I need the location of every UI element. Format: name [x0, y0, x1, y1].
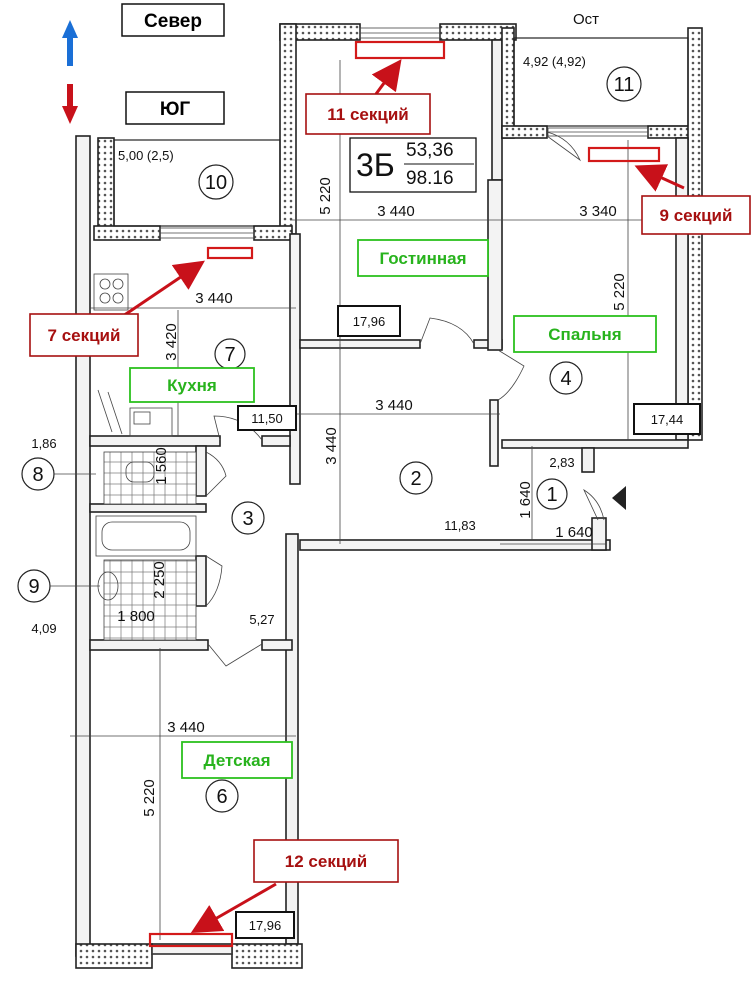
room-number-4: 4: [560, 368, 571, 390]
room-name-kitchen: Кухня: [167, 376, 217, 395]
apartment-type: 3Б: [356, 147, 395, 183]
room-name-bedroom: Спальня: [548, 325, 621, 344]
dim-bath-width: 1 800: [117, 608, 155, 625]
dim-entry-width: 1 640: [555, 524, 593, 541]
text-labels: Север ЮГ Ост 3Б 53,36 98.16 11 секций 9 …: [28, 11, 732, 933]
dim-living-depth: 5 220: [317, 177, 334, 215]
north-label: Север: [144, 11, 202, 32]
room-number-7: 7: [224, 344, 235, 366]
radiator-bedroom-label: 9 секций: [660, 206, 733, 225]
area-hall: 11,83: [444, 518, 476, 533]
room-number-3: 3: [242, 508, 253, 530]
room-number-10: 10: [205, 172, 227, 194]
area-kitchen: 11,50: [251, 411, 283, 426]
room-number-9: 9: [28, 576, 39, 598]
room-number-6: 6: [216, 786, 227, 808]
room-number-11: 11: [614, 74, 635, 96]
living-area-total: 53,36: [406, 140, 454, 161]
area-corridor: 5,27: [249, 612, 274, 627]
radiators: [148, 40, 661, 948]
ost-label: Ост: [573, 11, 599, 28]
dim-kitchen-width: 3 440: [195, 290, 233, 307]
label-boxes: [29, 3, 751, 939]
room-name-kids: Детская: [204, 751, 271, 770]
radiator-arrows: [119, 59, 685, 933]
dimension-lines: [70, 60, 690, 940]
dim-bedroom-depth: 5 220: [611, 273, 628, 311]
doors: [205, 131, 605, 667]
dim-bath-depth: 2 250: [151, 561, 168, 599]
dim-kids-width: 3 440: [167, 719, 205, 736]
area-living: 17,96: [353, 314, 386, 329]
room-number-2: 2: [410, 468, 421, 490]
area-bath: 4,09: [31, 621, 56, 636]
room-name-living: Гостинная: [379, 249, 466, 268]
dim-hall-depth: 3 440: [323, 427, 340, 465]
area-entry: 2,83: [549, 455, 574, 470]
area-wc: 1,86: [31, 436, 56, 451]
area-bedroom: 17,44: [651, 412, 684, 427]
south-label: ЮГ: [160, 99, 191, 120]
dim-kitchen-depth: 3 420: [163, 323, 180, 361]
dim-bedroom-width: 3 340: [579, 203, 617, 220]
area-balcony-west: 5,00 (2,5): [118, 148, 174, 163]
room-number-1: 1: [546, 484, 557, 506]
area-balcony-east: 4,92 (4,92): [523, 54, 586, 69]
compass-arrows: [62, 20, 78, 124]
dim-kids-depth: 5 220: [141, 779, 158, 817]
total-area: 98.16: [406, 168, 454, 189]
radiator-kitchen-label: 7 секций: [48, 326, 121, 345]
dim-hall-width: 3 440: [375, 397, 413, 414]
dim-entry-depth: 1 640: [517, 481, 534, 519]
radiator-living-label: 11 секций: [327, 105, 408, 124]
area-kids: 17,96: [249, 918, 282, 933]
dim-living-width: 3 440: [377, 203, 415, 220]
bathroom-fixtures: [93, 273, 197, 641]
room-number-circles: [17, 66, 642, 813]
radiator-kids-label: 12 секций: [285, 852, 367, 871]
dim-wc-depth: 1 560: [153, 447, 170, 485]
room-number-8: 8: [32, 464, 43, 486]
entrance-marker-icon: [612, 486, 626, 510]
